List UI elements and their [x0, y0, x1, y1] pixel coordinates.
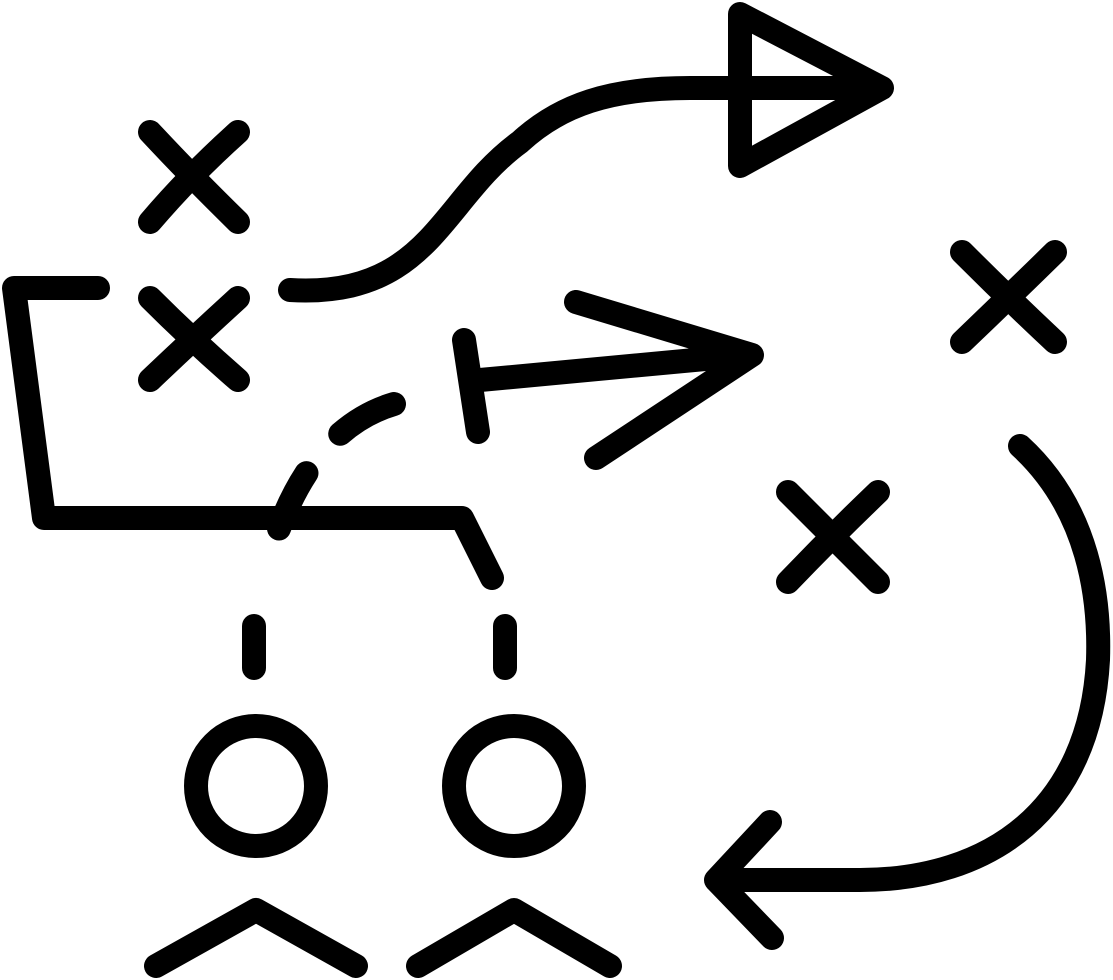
- straight-block-arrow: [452, 290, 764, 470]
- x-marker-center-right: [776, 480, 890, 594]
- x-marker-top-left: [138, 120, 250, 234]
- player-figure-right: [406, 714, 622, 978]
- route-arrowhead-icon: [728, 2, 894, 178]
- x-marker-mid-left: [138, 286, 250, 392]
- block-arrowhead-icon: [564, 290, 764, 470]
- return-arrowhead-icon: [704, 810, 784, 950]
- player-head: [442, 714, 586, 858]
- player-head: [184, 714, 328, 858]
- curved-return-arrow: [704, 434, 1111, 950]
- player-figure-left: [144, 714, 368, 978]
- bracket-path: [2, 276, 504, 590]
- wavy-route-line: [278, 76, 887, 303]
- block-arrow-shaft: [468, 343, 760, 392]
- player-shoulders: [144, 898, 368, 978]
- player-shoulders: [406, 898, 622, 978]
- return-arrow-curve: [706, 434, 1111, 892]
- wavy-route-arrow: [278, 2, 894, 303]
- dashed-link-curve: [252, 392, 406, 590]
- x-marker-top-right: [950, 240, 1067, 354]
